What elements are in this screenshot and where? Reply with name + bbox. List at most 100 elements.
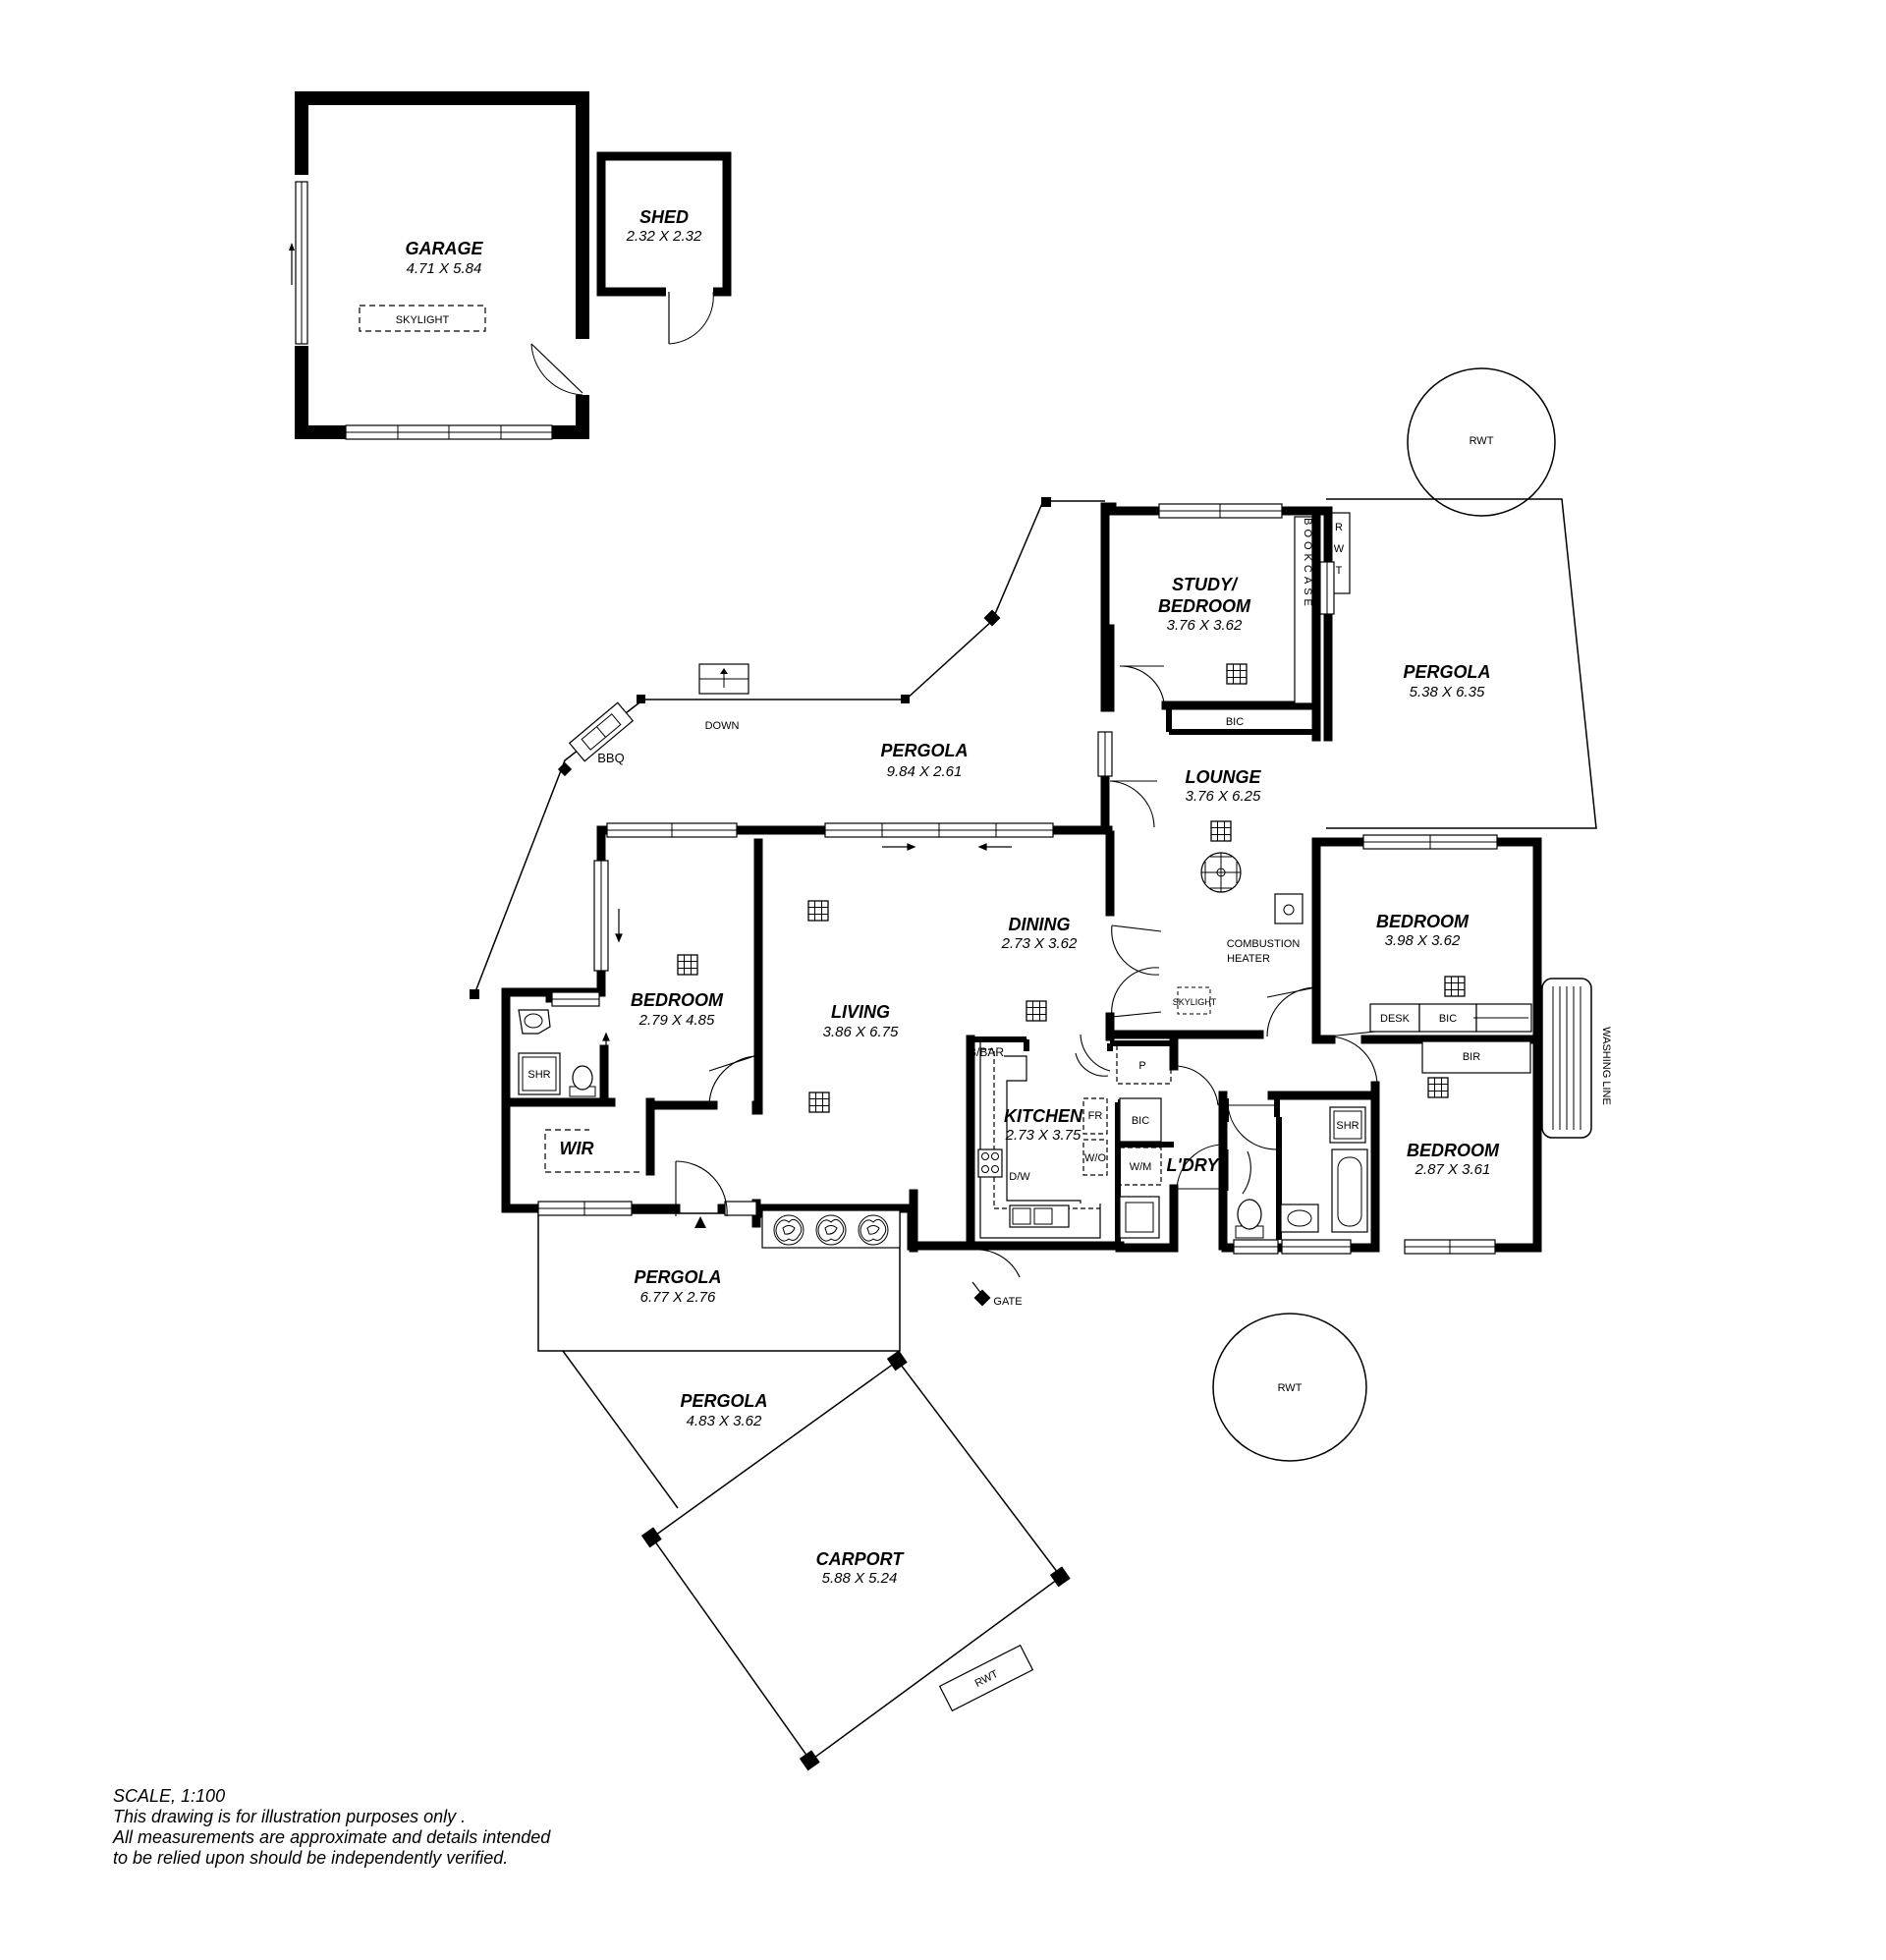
room-name-bedroom-west: BEDROOM [631,990,724,1010]
garage-door-swing [530,343,583,396]
ceiling-lights [677,663,1466,1113]
steps-down [698,663,749,695]
entry-arrow [694,1216,706,1228]
partition-walls [971,702,1316,1243]
bbar-label: B/BAR [969,1045,1004,1059]
room-name-lounge: LOUNGE [1185,767,1261,787]
fridge-label: FR [1088,1110,1103,1122]
gate-label: GATE [993,1296,1022,1308]
room-dim-bedroom-se: 2.87 X 3.61 [1414,1161,1491,1178]
scale-note: SCALE, 1:100 [113,1786,226,1806]
ensuite: SHR [518,1009,596,1097]
room-name-study-2: BEDROOM [1158,596,1251,616]
desk-label: DESK [1380,1013,1411,1025]
bbq-label: BBQ [597,751,624,765]
room-name-carport: CARPORT [816,1549,906,1569]
pantry: P [1116,1043,1172,1085]
skylight-lounge-label: SKYLIGHT [1173,997,1217,1007]
room-name-bedroom-se: BEDROOM [1407,1141,1500,1160]
garage-window-north [345,424,553,440]
cooktop-icon [977,1148,1003,1178]
room-dim-pergola-north: 9.84 X 2.61 [887,763,963,780]
shed: SHED 2.32 X 2.32 [596,151,732,345]
laundry-wc [1235,1199,1264,1239]
room-name-bedroom-ne: BEDROOM [1376,912,1470,931]
washing-line: WASHING LINE [1541,978,1612,1139]
disclaimer-line-3: to be relied upon should be independentl… [113,1848,509,1868]
room-name-pergola-north: PERGOLA [880,741,968,760]
room-dim-bedroom-ne: 3.98 X 3.62 [1385,932,1461,949]
room-dim-pergola-sw: 4.83 X 3.62 [687,1413,762,1429]
room-name-laundry: L'DRY [1167,1155,1221,1175]
fridge-oven: FR W/O [1082,1097,1108,1176]
bookcase: BOOKCASE [1294,516,1313,704]
wir-robe [544,1129,589,1169]
slider-arrows [602,843,1012,1066]
desk-bic-bir [1369,1003,1532,1074]
room-dim-study: 3.76 X 3.62 [1167,617,1243,634]
bic-bed-label: BIC [1439,1013,1457,1025]
combustion-label-2: HEATER [1227,953,1270,965]
bathroom-fixtures: SHR [1280,1106,1368,1233]
room-dim-kitchen: 2.73 X 3.75 [1005,1127,1082,1144]
room-name-garage: GARAGE [405,239,483,258]
room-name-wir: WIR [560,1139,594,1158]
dishwasher-label: D/W [1009,1171,1030,1183]
room-dim-dining: 2.73 X 3.62 [1001,935,1078,952]
rwt-side-r: R [1335,522,1343,533]
pantry-label: P [1138,1060,1145,1072]
bookcase-label: BOOKCASE [1302,518,1313,610]
rwt-label: RWT [1278,1382,1303,1394]
room-name-shed: SHED [639,207,689,227]
bath-shower-label: SHR [1336,1120,1359,1132]
down-label: DOWN [705,720,740,732]
washing-line-label: WASHING LINE [1600,1027,1612,1105]
skylight-label: SKYLIGHT [396,314,450,326]
combustion-label-1: COMBUSTION [1227,938,1301,950]
laundry-fixtures: BIC W/M [1119,1097,1162,1239]
rainwater-tank-top: RWT [1407,367,1556,517]
room-name-study-1: STUDY/ [1172,575,1239,594]
room-name-pergola-sw: PERGOLA [680,1391,767,1411]
garage: SKYLIGHT GARAGE 4.71 X 5.84 [289,91,589,440]
wall-oven-label: W/O [1084,1152,1106,1164]
room-dim-shed: 2.32 X 2.32 [626,228,702,245]
rwt-label: RWT [1470,435,1494,447]
rwt-side-t: T [1336,565,1343,577]
room-dim-pergola-south: 6.77 X 2.76 [640,1289,716,1306]
disclaimer-line-2: All measurements are approximate and det… [113,1827,551,1847]
room-dim-pergola-east: 5.38 X 6.35 [1410,684,1485,700]
door-swings [675,665,1378,1278]
room-name-pergola-south: PERGOLA [634,1267,721,1287]
ceiling-fan-icon [1200,852,1242,893]
rwt-side-w: W [1334,543,1345,555]
rainwater-tank-bottom: RWT [938,1644,1034,1712]
room-dim-lounge: 3.76 X 6.25 [1186,788,1261,805]
bic-study-label: BIC [1226,716,1244,728]
garage-skylight: SKYLIGHT [359,305,486,332]
room-name-dining: DINING [1009,915,1071,934]
planter-box [761,1209,901,1249]
rainwater-tank-mid: RWT [1212,1313,1367,1462]
garage-roller-door [289,181,308,345]
kitchen-sink [1009,1204,1070,1228]
room-dim-living: 3.86 X 6.75 [823,1024,899,1040]
bic-study: BIC [1226,716,1244,728]
ensuite-shower-label: SHR [527,1069,550,1081]
washing-machine-label: W/M [1130,1161,1152,1173]
pergola-posts [470,497,1051,1307]
window-mullions [538,504,1497,1254]
disclaimer-line-1: This drawing is for illustration purpose… [113,1807,467,1826]
room-dim-carport: 5.88 X 5.24 [822,1570,898,1587]
bir-label: BIR [1463,1051,1480,1063]
room-name-pergola-east: PERGOLA [1403,662,1490,682]
room-dim-garage: 4.71 X 5.84 [407,260,482,277]
carport: CARPORT 5.88 X 5.24 [640,1350,1071,1771]
room-name-living: LIVING [831,1002,890,1022]
bbq [568,701,635,762]
room-name-kitchen: KITCHEN [1004,1106,1083,1126]
combustion-heater: COMBUSTION HEATER [1227,893,1304,965]
bic-laundry-label: BIC [1132,1115,1149,1127]
gate: GATE [971,1281,1023,1308]
